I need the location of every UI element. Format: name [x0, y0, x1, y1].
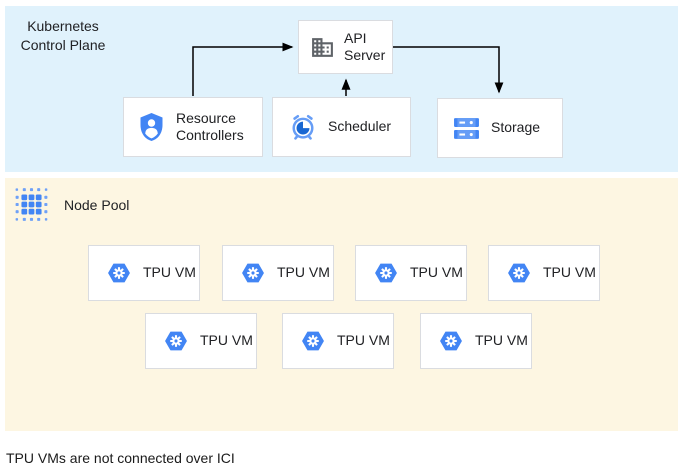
node-pool-panel	[5, 178, 678, 431]
scheduler-box: Scheduler	[272, 97, 411, 157]
building-icon	[310, 35, 335, 60]
shield-user-icon	[138, 112, 165, 142]
control-plane-label-line2: Control Plane	[20, 36, 106, 53]
alarm-clock-icon	[289, 113, 317, 141]
caption-text: TPU VMs are not connected over ICI	[6, 450, 235, 466]
tpu-vm-box-5: TPU VM	[145, 313, 257, 369]
tpu-hexagon-gear-icon	[107, 262, 131, 284]
tpu-vm-label: TPU VM	[200, 332, 253, 349]
control-plane-label: Kubernetes Control Plane	[12, 17, 114, 55]
tpu-vm-box-2: TPU VM	[222, 245, 334, 301]
resource-controllers-label: Resource Controllers	[176, 109, 244, 144]
tpu-hexagon-gear-icon	[241, 262, 265, 284]
api-server-label: API Server	[344, 29, 386, 64]
tpu-vm-box-6: TPU VM	[282, 313, 394, 369]
tpu-hexagon-gear-icon	[439, 330, 463, 352]
tpu-vm-box-4: TPU VM	[488, 245, 600, 301]
tpu-vm-box-7: TPU VM	[420, 313, 532, 369]
node-pool-label: Node Pool	[64, 196, 130, 213]
tpu-vm-label: TPU VM	[143, 264, 196, 281]
tpu-vm-label: TPU VM	[337, 332, 390, 349]
resource-controllers-box: Resource Controllers	[123, 97, 263, 157]
tpu-vm-box-1: TPU VM	[88, 245, 200, 301]
tpu-hexagon-gear-icon	[507, 262, 531, 284]
api-server-box: API Server	[298, 20, 393, 74]
tpu-vm-label: TPU VM	[543, 264, 596, 281]
tpu-vm-box-3: TPU VM	[355, 245, 467, 301]
tpu-hexagon-gear-icon	[301, 330, 325, 352]
control-plane-label-line1: Kubernetes	[27, 18, 99, 34]
tpu-vm-label: TPU VM	[475, 332, 528, 349]
tpu-hexagon-gear-icon	[164, 330, 188, 352]
node-pool-header: Node Pool	[12, 186, 129, 223]
storage-disks-icon	[453, 116, 480, 141]
tpu-vm-label: TPU VM	[277, 264, 330, 281]
tpu-vm-label: TPU VM	[410, 264, 463, 281]
scheduler-label: Scheduler	[328, 118, 392, 135]
tpu-hexagon-gear-icon	[374, 262, 398, 284]
storage-box: Storage	[437, 98, 563, 158]
storage-label: Storage	[491, 119, 541, 136]
dot-cluster-icon	[12, 186, 51, 223]
